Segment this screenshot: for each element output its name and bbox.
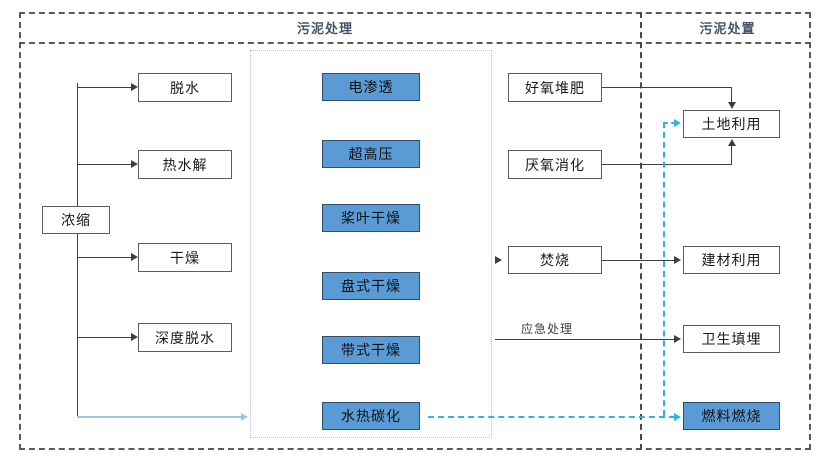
connector-digestion-horizontal — [602, 164, 732, 165]
arrowhead-emergency-to-landfill — [674, 335, 681, 343]
stage-divider-dashed — [640, 12, 642, 450]
connector-emergency-to-landfill — [495, 339, 674, 340]
node-anaerobic-digestion[interactable]: 厌氧消化 — [508, 150, 602, 179]
connector-trunk-to-technology — [77, 416, 242, 418]
connector-carbonization-dashed-horizontal — [428, 416, 675, 418]
node-land-application[interactable]: 土地利用 — [683, 110, 780, 138]
node-process-drying[interactable]: 干燥 — [138, 243, 232, 272]
node-process-dewatering[interactable]: 脱水 — [138, 73, 232, 102]
arrowhead-to-thermal-hydrolysis — [131, 160, 138, 168]
arrowhead-incineration-to-building — [674, 256, 681, 264]
arrowhead-to-deep-dewatering — [131, 333, 138, 341]
connector-carbonization-dashed-to-land — [663, 122, 676, 124]
technology-group-container — [250, 50, 492, 438]
edge-label-emergency-treatment: 应急处理 — [521, 322, 574, 336]
node-fuel-combustion[interactable]: 燃料燃烧 — [683, 402, 780, 430]
arrowhead-digestion-to-land — [728, 139, 736, 146]
connector-composting-horizontal — [602, 87, 732, 88]
header-separator-rule — [19, 42, 811, 44]
node-process-deep-dewatering[interactable]: 深度脱水 — [138, 323, 232, 352]
connector-incineration-to-building — [602, 260, 674, 261]
arrowhead-to-dewatering — [131, 83, 138, 91]
connector-to-deep-dewatering — [77, 337, 131, 338]
arrowhead-carbonization-to-land — [674, 119, 681, 127]
connector-composting-vertical — [731, 87, 732, 103]
node-process-thermal-hydrolysis[interactable]: 热水解 — [138, 150, 232, 179]
node-tech-disc-drying[interactable]: 盘式干燥 — [322, 272, 420, 300]
connector-to-drying — [77, 257, 131, 258]
arrowhead-trunk-to-technology — [241, 413, 248, 421]
node-tech-hydrothermal-carbonization[interactable]: 水热碳化 — [322, 402, 420, 430]
node-tech-electro-osmosis[interactable]: 电渗透 — [322, 73, 420, 101]
connector-digestion-vertical — [731, 145, 732, 164]
arrowhead-carbonization-to-fuel — [674, 413, 681, 421]
node-tech-ultra-high-pressure[interactable]: 超高压 — [322, 140, 420, 168]
connector-trunk-lower — [77, 234, 78, 418]
node-aerobic-composting[interactable]: 好氧堆肥 — [508, 73, 602, 102]
node-sanitary-landfill[interactable]: 卫生填埋 — [683, 325, 780, 353]
connector-carbonization-dashed-vertical — [663, 122, 665, 416]
arrowhead-composting-to-land — [728, 102, 736, 109]
connector-trunk-upper — [77, 83, 78, 206]
connector-to-thermal-hydrolysis — [77, 164, 131, 165]
outer-dashed-frame — [19, 12, 811, 450]
connector-to-dewatering — [77, 87, 131, 88]
node-tech-paddle-drying[interactable]: 桨叶干燥 — [322, 204, 420, 232]
band-title-treatment: 污泥处理 — [296, 21, 353, 36]
band-title-disposal: 污泥处置 — [699, 21, 756, 36]
node-source-concentration[interactable]: 浓缩 — [42, 206, 110, 234]
arrowhead-to-drying — [131, 253, 138, 261]
arrowhead-into-incineration — [495, 256, 502, 264]
node-incineration[interactable]: 焚烧 — [508, 246, 602, 274]
node-building-material-use[interactable]: 建材利用 — [683, 246, 780, 274]
node-tech-belt-drying[interactable]: 带式干燥 — [322, 336, 420, 364]
